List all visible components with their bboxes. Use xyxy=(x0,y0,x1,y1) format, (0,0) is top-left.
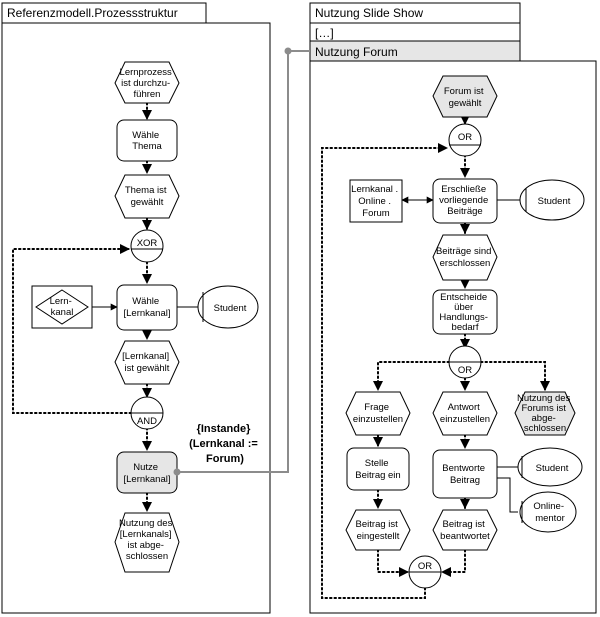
svg-text:Stelle Beitrag ein: Stelle Beitrag ein xyxy=(355,458,400,481)
fn-stelle-beitrag-ein: Stelle Beitrag ein xyxy=(346,447,410,491)
forum-frame-title: Nutzung Forum xyxy=(315,45,398,59)
left-flow-lines xyxy=(12,102,198,512)
svg-text:AND: AND xyxy=(137,416,157,427)
info-lernkanal: Lern- kanal xyxy=(31,285,93,329)
and-connector: AND xyxy=(130,396,164,430)
svg-text:OR: OR xyxy=(418,561,432,572)
ev-nutzung-forums: Nutzung des Forums ist abge- schlossen xyxy=(514,391,576,436)
svg-text:[Lernkanal] ist gewählt: [Lernkanal] ist gewählt xyxy=(122,351,172,374)
svg-text:Lern- kanal: Lern- kanal xyxy=(50,296,75,318)
or-connector-top: OR xyxy=(448,123,482,157)
svg-text:Wähle Thema: Wähle Thema xyxy=(132,130,162,152)
or-connector-mid: OR xyxy=(448,345,482,379)
svg-text:Nutze [Lernkanal]: Nutze [Lernkanal] xyxy=(123,462,170,485)
svg-text:Online- mentor: Online- mentor xyxy=(533,501,566,524)
svg-text:Lernprozess ist durchzu-: Lernprozess ist durchzu- führen xyxy=(120,67,175,100)
ev-forum-gewaehlt: Forum ist gewählt xyxy=(432,75,498,118)
slideshow-frame-title: Nutzung Slide Show xyxy=(315,6,423,20)
svg-text:Beitrag ist eingestellt: Beitrag ist eingestellt xyxy=(356,519,401,542)
svg-text:Student: Student xyxy=(536,463,569,474)
ellipsis-row: […] xyxy=(315,26,334,40)
svg-text:Lernkanal . Online .: Lernkanal . Online . Forum xyxy=(351,184,401,219)
svg-text:Forum ist gewählt: Forum ist gewählt xyxy=(444,86,486,109)
ev-antwort-einzustellen: Antwort einzustellen xyxy=(432,391,498,436)
left-frame-title: Referenzmodell.Prozessstruktur xyxy=(7,6,178,20)
ev-beitraege-erschlossen: Beiträge sind erschlossen xyxy=(432,234,498,281)
svg-text:Student: Student xyxy=(214,303,247,314)
or-connector-bottom: OR xyxy=(408,555,442,589)
info-lernkanal-online-forum: Lernkanal . Online . Forum xyxy=(349,179,403,223)
ev-lernkanal-gewaehlt: [Lernkanal] ist gewählt xyxy=(114,340,180,385)
svg-text:Beitrag ist beantwortet: Beitrag ist beantwortet xyxy=(440,519,490,542)
svg-text:Erschließe vorliegende: Erschließe vorliegende Beiträge xyxy=(439,184,491,217)
org-student-bottom: Student xyxy=(517,447,583,487)
svg-text:XOR: XOR xyxy=(137,238,158,249)
fn-nutze-lernkanal: Nutze [Lernkanal] xyxy=(116,451,178,494)
svg-text:OR: OR xyxy=(458,365,472,376)
fn-entscheide-handlungsbedarf: Entscheide über Handlungs- bedarf xyxy=(432,289,498,335)
svg-text:Nutzung des [Lernkanals]: Nutzung des [Lernkanals] ist abge- schlo… xyxy=(119,518,175,562)
svg-text:Antwort einzustellen: Antwort einzustellen xyxy=(440,402,490,425)
svg-text:Bentworte Beitrag: Bentworte Beitrag xyxy=(442,463,487,486)
xor-connector: XOR xyxy=(130,229,164,263)
fn-beantworte-beitrag: Bentworte Beitrag xyxy=(432,449,498,499)
fn-waehle-thema: Wähle Thema xyxy=(116,119,178,162)
refinement-connector xyxy=(173,47,310,476)
ev-nutzung-lernkanals: Nutzung des [Lernkanals] ist abge- schlo… xyxy=(114,512,180,573)
ev-lernprozess: Lernprozess ist durchzu- führen xyxy=(114,61,180,104)
instance-note: {Instande} (Lernkanal := Forum) xyxy=(189,423,261,465)
fn-erschliesse-beitraege: Erschließe vorliegende Beiträge xyxy=(432,178,498,224)
svg-text:Frage einzustellen: Frage einzustellen xyxy=(353,402,403,425)
svg-text:Thema ist gewählt: Thema ist gewählt xyxy=(125,185,169,208)
svg-text:OR: OR xyxy=(458,132,472,143)
fn-waehle-lernkanal: Wähle [Lernkanal] xyxy=(116,284,178,331)
org-student-top: Student xyxy=(519,179,585,221)
ev-beitrag-beantwortet: Beitrag ist beantwortet xyxy=(432,509,498,551)
org-student-left: Student xyxy=(197,285,259,329)
svg-text:Nutzung des Forums ist: Nutzung des Forums ist abge- schlossen xyxy=(517,393,573,434)
right-flow-lines xyxy=(321,115,550,599)
ev-beitrag-eingestellt: Beitrag ist eingestellt xyxy=(345,509,411,551)
svg-text:{Instande} (Lernkanal :=: {Instande} (Lernkanal := Forum) xyxy=(189,423,261,465)
svg-text:Entscheide über Ha: Entscheide über Handlungs- bedarf xyxy=(439,292,490,333)
svg-text:Wähle [Lernkanal]: Wähle [Lernkanal] xyxy=(123,296,170,319)
org-onlinementor: Online- mentor xyxy=(519,491,577,533)
ev-frage-einzustellen: Frage einzustellen xyxy=(345,391,411,436)
svg-text:Student: Student xyxy=(538,196,571,207)
svg-text:Beiträge sind erschlosse: Beiträge sind erschlossen xyxy=(436,246,494,269)
ev-thema-gewaehlt: Thema ist gewählt xyxy=(114,174,180,219)
